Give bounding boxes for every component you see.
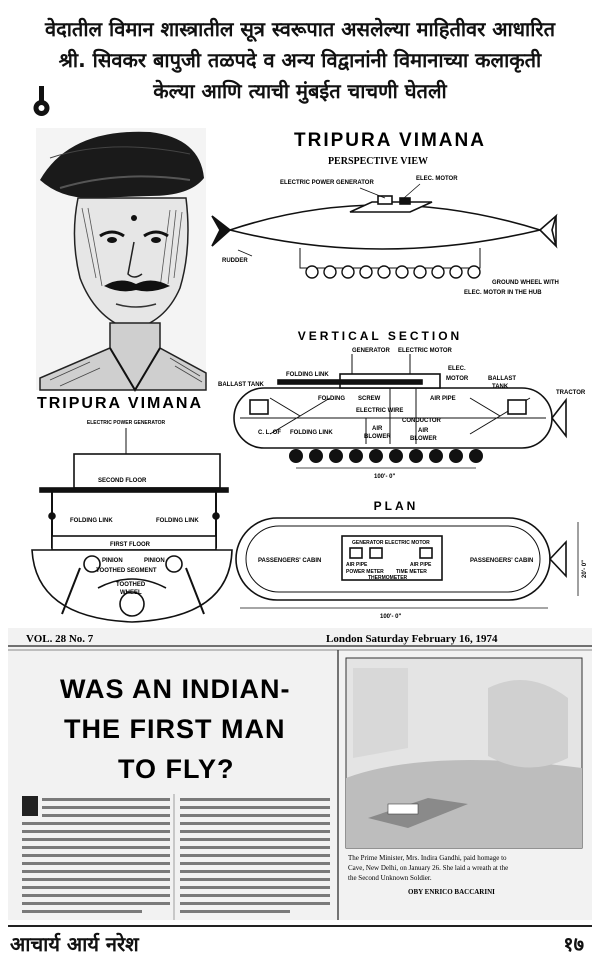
cs-toothed-segment: TOOTHED SEGMENT	[96, 568, 157, 574]
footer-rule	[8, 925, 592, 927]
footer-author: आचार्य आर्य नरेश	[10, 932, 139, 956]
perspective-title: PERSPECTIVE VIEW	[328, 156, 428, 167]
vs-generator: GENERATOR	[352, 348, 390, 354]
plan-thermometer: THERMOMETER	[368, 575, 408, 581]
clip-dateline: London Saturday February 16, 1974	[326, 633, 498, 645]
page-number: १७	[563, 932, 584, 956]
vs-blower-1: BLOWER	[364, 434, 391, 440]
plan-view	[235, 517, 579, 609]
cs-wheel: WHEEL	[120, 590, 142, 596]
vs-cl: C. L. OF	[258, 430, 281, 436]
vs-dimension: 100'- 0"	[374, 474, 395, 480]
plan-dimension: 100'- 0"	[380, 614, 401, 620]
cs-toothed: TOOTHED	[116, 582, 146, 588]
cs-folding-link-right: FOLDING LINK	[156, 518, 199, 524]
plan-width: 20'- 0"	[582, 560, 588, 578]
vertical-section-wheels	[289, 449, 483, 463]
plan-power-meter: POWER METER	[346, 569, 384, 575]
vs-blower-2: BLOWER	[410, 436, 437, 442]
left-title: TRIPURA VIMANA	[37, 395, 203, 412]
plan-time-meter: TIME METER	[396, 569, 427, 575]
cs-folding-link-left: FOLDING LINK	[70, 518, 113, 524]
cs-first-floor: FIRST FLOOR	[110, 542, 151, 548]
vs-ballast-left: BALLAST TANK	[218, 382, 265, 388]
vs-conductor: CONDUCTOR	[402, 418, 442, 424]
perspective-wheels	[305, 265, 481, 279]
vs-electric-wire: ELECTRIC WIRE	[356, 408, 403, 414]
vs-ballast-right-2: TANK	[492, 384, 509, 390]
vertical-section	[233, 354, 567, 449]
vs-air-2: AIR	[418, 428, 429, 434]
vs-screw: SCREW	[358, 396, 381, 402]
clip-caption-2: Cave, New Delhi, on January 26. She laid…	[348, 864, 508, 872]
plan-cabin-right: PASSENGERS' CABIN	[470, 558, 533, 564]
clip-credit: OBY ENRICO BACCARINI	[408, 888, 495, 896]
vs-tractor: TRACTOR	[556, 390, 586, 396]
vertical-section-title: VERTICAL SECTION	[298, 329, 462, 343]
clip-caption-1: The Prime Minister, Mrs. Indira Gandhi, …	[348, 854, 507, 862]
article-text	[22, 796, 330, 913]
vs-folding: FOLDING	[318, 396, 345, 402]
label-ground-wheel-1: GROUND WHEEL WITH	[492, 280, 559, 286]
main-title: TRIPURA VIMANA	[294, 130, 486, 151]
header-line-3: केल्या आणि त्याची मुंबईत चाचणी घेतली	[153, 79, 447, 103]
vs-elec: ELEC.	[448, 366, 466, 372]
vs-electric-motor: ELECTRIC MOTOR	[398, 348, 453, 354]
clip-photo	[345, 657, 583, 849]
clip-vol: VOL. 28 No. 7	[26, 633, 94, 645]
vs-ballast-right-1: BALLAST	[488, 376, 516, 382]
clip-headline-2: THE FIRST MAN	[64, 714, 286, 744]
vs-air-1: AIR	[372, 426, 383, 432]
label-ground-wheel-2: ELEC. MOTOR IN THE HUB	[464, 290, 542, 296]
page-header: वेदातील विमान शास्त्रातील सूत्र स्वरूपात…	[0, 14, 600, 107]
plan-cabin-left: PASSENGERS' CABIN	[258, 558, 321, 564]
plan-air-pipe-2: AIR PIPE	[410, 562, 432, 568]
vs-folding-link: FOLDING LINK	[286, 372, 329, 378]
plan-gen-motor: GENERATOR ELECTRIC MOTOR	[352, 540, 430, 546]
clip-caption-3: the Second Unknown Soldier.	[348, 874, 432, 882]
clip-headline-3: TO FLY?	[118, 754, 235, 784]
cs-generator: ELECTRIC POWER GENERATOR	[87, 420, 166, 426]
perspective-view	[211, 183, 558, 269]
plan-air-pipe-1: AIR PIPE	[346, 562, 368, 568]
header-line-2: श्री. सिवकर बापुजी तळपदे व अन्य विद्वाना…	[58, 48, 542, 72]
label-rudder: RUDDER	[222, 258, 248, 264]
vs-cl-folding: FOLDING LINK	[290, 430, 333, 436]
clip-headline-1: WAS AN INDIAN-	[60, 674, 291, 704]
mark-icon	[33, 86, 50, 116]
plan-title: PLAN	[374, 499, 419, 513]
newspaper-clipping: VOL. 28 No. 7 London Saturday February 1…	[8, 628, 592, 920]
header-line-1: वेदातील विमान शास्त्रातील सूत्र स्वरूपात…	[45, 17, 555, 41]
vimana-drawing: TRIPURA VIMANA PERSPECTIVE VIEW ELECTRIC…	[31, 128, 588, 623]
cs-second-floor: SECOND FLOOR	[98, 478, 147, 484]
cs-pinion-2: PINION	[144, 558, 165, 564]
label-generator: ELECTRIC POWER GENERATOR	[280, 180, 374, 186]
vs-air-pipe: AIR PIPE	[430, 396, 456, 402]
label-elec-motor: ELEC. MOTOR	[416, 176, 458, 182]
vs-motor: MOTOR	[446, 376, 469, 382]
cross-section	[31, 428, 233, 623]
portrait-sketch	[36, 128, 207, 392]
cs-pinion: PINION	[102, 558, 123, 564]
